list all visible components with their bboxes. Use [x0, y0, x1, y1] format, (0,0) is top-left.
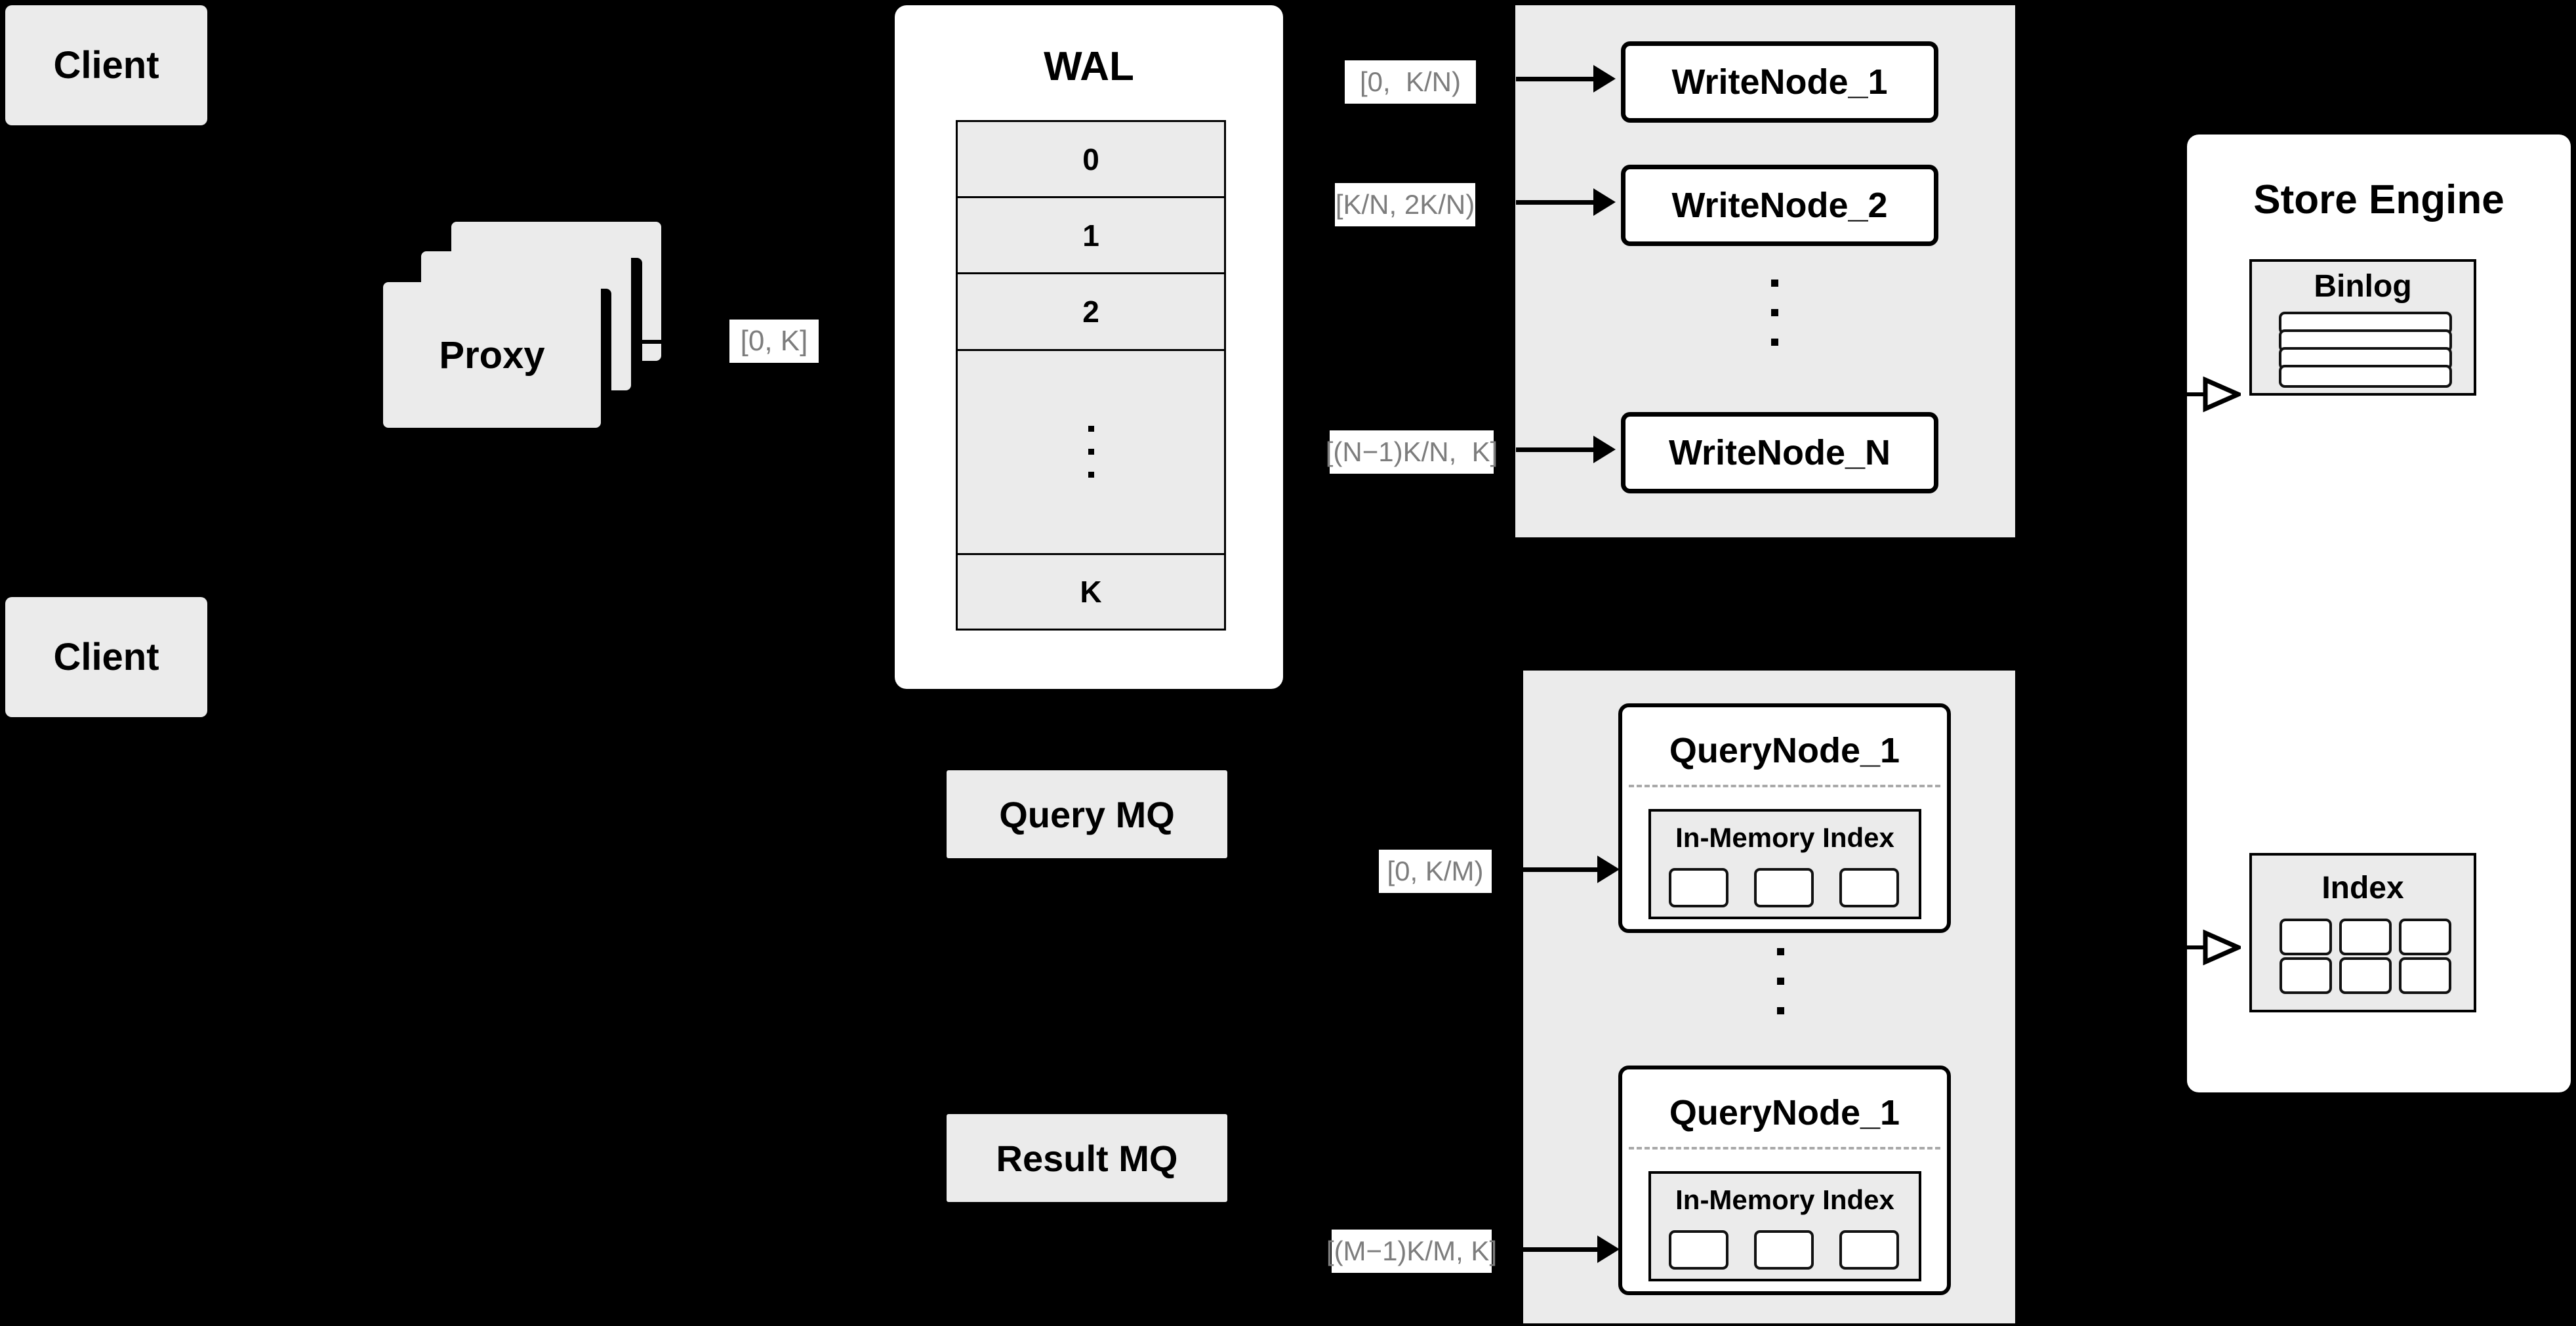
client-label: Client: [53, 44, 159, 87]
index-chip[interactable]: [1669, 868, 1728, 907]
binlog-row[interactable]: [2279, 365, 2452, 388]
binlog-panel: Binlog: [2249, 259, 2476, 396]
query-node-1[interactable]: QueryNode_1 In-Memory Index: [1618, 703, 1951, 933]
wal-table: 0 1 2 K: [956, 120, 1226, 631]
arrow-line-to-binlog: [2187, 392, 2205, 396]
wal-cell[interactable]: K: [958, 554, 1224, 629]
index-chip[interactable]: [2280, 919, 2332, 955]
arrow-head-write-node-n: [1593, 436, 1616, 463]
edge-label-text: [0, K/M): [1387, 856, 1484, 886]
query-mq-box[interactable]: Query MQ: [947, 770, 1227, 858]
ellipsis-dot: [1777, 978, 1784, 985]
ellipsis-dot: [1777, 1007, 1784, 1014]
edge-label-query-node-m: [(M−1)K/M, K]: [1326, 1230, 1497, 1273]
write-node-group: WriteNode_1 WriteNode_2 WriteNode_N: [1515, 5, 2015, 537]
index-chip[interactable]: [2399, 919, 2451, 955]
edge-label-text: [0, K]: [740, 325, 808, 357]
query-node-m[interactable]: QueryNode_1 In-Memory Index: [1618, 1066, 1951, 1295]
write-node-label: WriteNode_N: [1668, 433, 1891, 472]
arrow-line-query-node-m: [1523, 1247, 1599, 1252]
write-node-n[interactable]: WriteNode_N: [1621, 412, 1938, 493]
edge-label-text: [0, K/N): [1359, 66, 1462, 97]
ellipsis-dot: [1088, 449, 1094, 455]
wal-cell[interactable]: 1: [958, 198, 1224, 275]
arrow-head-hollow-binlog: [2203, 376, 2241, 413]
index-title: Index: [2321, 871, 2404, 905]
index-chip[interactable]: [2399, 957, 2451, 994]
ellipsis-dot: [1771, 280, 1778, 287]
index-chip[interactable]: [1754, 868, 1814, 907]
proxy-label: Proxy: [439, 333, 545, 377]
edge-label-text: [(M−1)K/M, K]: [1326, 1235, 1498, 1266]
edge-label-text: [K/N, 2K/N): [1335, 189, 1475, 220]
client-label: Client: [53, 636, 159, 678]
arrow-line-query-node-1: [1523, 867, 1599, 872]
edge-label-proxy-to-wal: [0, K]: [729, 320, 819, 363]
query-node-group: QueryNode_1 In-Memory Index QueryNode_1 …: [1523, 671, 2015, 1323]
index-chip[interactable]: [1839, 1230, 1899, 1270]
arrow-head-hollow-index: [2203, 929, 2241, 966]
arrow-line-to-index: [2187, 945, 2205, 949]
store-engine-panel: Store Engine Binlog Index: [2187, 135, 2571, 1092]
write-node-1[interactable]: WriteNode_1: [1621, 41, 1938, 123]
edge-label-text: [(N−1)K/N, K]: [1325, 436, 1498, 467]
write-node-label: WriteNode_1: [1671, 62, 1888, 102]
arrow-head-write-node-2: [1593, 188, 1616, 216]
wal-cell[interactable]: 2: [958, 274, 1224, 351]
result-mq-label: Result MQ: [996, 1137, 1178, 1179]
wal-panel: WAL 0 1 2 K: [895, 5, 1283, 689]
index-chip[interactable]: [1839, 868, 1899, 907]
index-chip[interactable]: [1754, 1230, 1814, 1270]
arrow-head-query-node-1: [1597, 856, 1620, 883]
index-chip[interactable]: [2339, 919, 2392, 955]
proxy-connector-stub: [640, 340, 666, 344]
index-chip[interactable]: [2280, 957, 2332, 994]
ellipsis-dot: [1088, 426, 1094, 432]
query-node-title: QueryNode_1: [1669, 731, 1900, 770]
wal-cell-ellipsis: [958, 350, 1224, 555]
wal-title: WAL: [1044, 44, 1134, 89]
in-memory-index-title: In-Memory Index: [1675, 1184, 1894, 1215]
write-node-label: WriteNode_2: [1671, 186, 1888, 225]
arrow-head-write-node-1: [1593, 65, 1616, 93]
write-node-2[interactable]: WriteNode_2: [1621, 165, 1938, 246]
edge-label-write-node-1: [0, K/N): [1345, 60, 1476, 104]
binlog-title: Binlog: [2314, 269, 2412, 304]
in-memory-index-box: In-Memory Index: [1648, 809, 1921, 919]
query-node-divider: [1629, 785, 1940, 787]
arrow-head-query-node-m: [1597, 1235, 1620, 1263]
ellipsis-dot: [1088, 472, 1094, 478]
query-node-title: QueryNode_1: [1669, 1093, 1900, 1132]
ellipsis-dot: [1777, 948, 1784, 955]
edge-label-write-node-2: [K/N, 2K/N): [1335, 183, 1475, 226]
edge-label-write-node-n: [(N−1)K/N, K]: [1326, 430, 1498, 474]
ellipsis-dot: [1771, 309, 1778, 316]
arrow-line-write-node-2: [1516, 200, 1595, 205]
ellipsis-dot: [1771, 339, 1778, 346]
in-memory-index-box: In-Memory Index: [1648, 1171, 1921, 1281]
index-chip[interactable]: [2339, 957, 2392, 994]
in-memory-index-title: In-Memory Index: [1675, 822, 1894, 853]
edge-label-query-node-1: [0, K/M): [1379, 850, 1492, 893]
store-engine-title: Store Engine: [2253, 177, 2504, 222]
query-node-ellipsis: [1777, 948, 1784, 1014]
index-chip[interactable]: [1669, 1230, 1728, 1270]
result-mq-box[interactable]: Result MQ: [947, 1114, 1227, 1202]
index-panel: Index: [2249, 853, 2476, 1012]
client-box-top[interactable]: Client: [5, 5, 207, 125]
client-box-bottom[interactable]: Client: [5, 597, 207, 717]
proxy-card-front[interactable]: Proxy: [383, 282, 601, 428]
query-mq-label: Query MQ: [999, 793, 1175, 835]
write-node-ellipsis: [1771, 280, 1778, 346]
wal-cell[interactable]: 0: [958, 122, 1224, 199]
query-node-divider: [1629, 1147, 1940, 1150]
arrow-line-write-node-1: [1516, 77, 1595, 81]
arrow-line-write-node-n: [1516, 447, 1595, 452]
